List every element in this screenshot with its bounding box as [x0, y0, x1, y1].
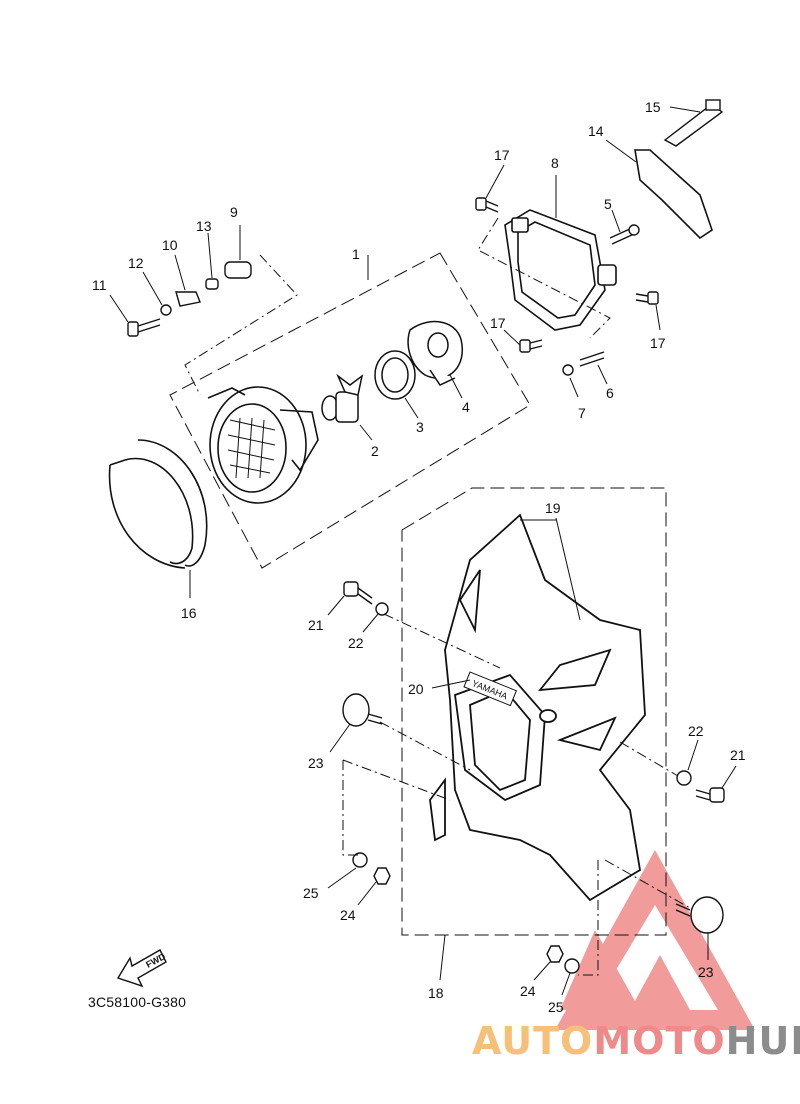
dashdot-right: [477, 217, 611, 339]
callout-leader-20: [431, 679, 471, 689]
leader-24a: [357, 881, 377, 906]
leader-17a: [485, 164, 505, 199]
callout-23a: 23: [308, 755, 324, 771]
leader-12: [142, 271, 163, 306]
leader-25a: [327, 867, 357, 889]
callout-5: 5: [604, 196, 612, 212]
dashdot-23-right: [604, 859, 691, 909]
callout-11: 11: [92, 277, 107, 293]
callout-16: 16: [181, 605, 197, 621]
assembly-outline-headlight: [169, 252, 531, 569]
dashdot-21-right: [619, 741, 679, 777]
mounting-ring: [108, 439, 208, 569]
callout-14: 14: [588, 123, 604, 139]
callout-leader-14: [605, 139, 637, 163]
callout-4: 4: [462, 399, 470, 415]
callout-8: 8: [551, 155, 559, 171]
callout-21b: 21: [730, 747, 746, 763]
callout-12: 12: [128, 255, 144, 271]
callout-labels: 1 2 3 4 5 6 7 8 9 10 11 12 13 14 15 16 1…: [92, 99, 746, 1015]
callout-17a: 17: [494, 147, 510, 163]
dashdot-24-link: [342, 759, 451, 801]
callout-22a: 22: [348, 635, 364, 651]
assembly-outline-cowling: [401, 487, 667, 936]
leader-22b: [687, 739, 699, 771]
cowling-fasteners: [342, 581, 725, 974]
leader-21b: [721, 765, 737, 789]
callout-25a: 25: [303, 885, 319, 901]
callout-18: 18: [428, 985, 444, 1001]
watermark-moto: MOTO: [593, 1019, 726, 1063]
callout-17b: 17: [490, 315, 506, 331]
leader-13: [207, 232, 213, 279]
leader-10: [174, 254, 186, 291]
callout-13: 13: [196, 218, 212, 234]
small-parts-left: [127, 261, 252, 337]
fwd-arrow: FWD: [116, 949, 167, 988]
callout-19: 19: [545, 500, 561, 516]
bolts-bracket: [475, 197, 659, 376]
part-code: 3C58100-G380: [88, 994, 187, 1010]
callout-9: 9: [230, 204, 238, 220]
leader-23a: [329, 723, 351, 753]
watermark-text: AUTOMOTOHUB: [472, 1018, 800, 1064]
callout-25b: 25: [548, 999, 564, 1015]
protective-plate: [634, 149, 713, 240]
leader-17c: [655, 304, 661, 331]
callout-6: 6: [606, 385, 614, 401]
callout-2: 2: [371, 443, 379, 459]
callout-leader-3: [404, 397, 419, 419]
watermark-auto: AUTO: [472, 1019, 594, 1063]
headlight-bulb: [321, 373, 364, 423]
leader-22a: [362, 613, 379, 633]
leader-11: [109, 294, 129, 323]
callout-leader-19: [555, 517, 581, 621]
dashdot-21-left: [383, 613, 501, 669]
callout-leader-15: [669, 106, 701, 113]
callout-7: 7: [578, 405, 586, 421]
headlight-bracket: [504, 209, 617, 331]
watermark-logo: [555, 850, 755, 1030]
leader-6: [597, 364, 608, 385]
leader-7: [569, 377, 579, 398]
leader-25b: [561, 972, 571, 996]
leader-5: [611, 209, 621, 233]
callout-leader-4: [449, 374, 463, 399]
callout-leader-2: [359, 424, 373, 441]
callout-leader-18: [439, 934, 446, 981]
bulb-ring: [374, 350, 416, 400]
callout-22b: 22: [688, 723, 704, 739]
callout-24a: 24: [340, 907, 356, 923]
leader-21a: [327, 595, 345, 616]
callout-3: 3: [416, 419, 424, 435]
headlight-lens: [207, 386, 319, 504]
leader-17b: [503, 329, 521, 346]
watermark-hub: HUB: [725, 1019, 800, 1063]
callout-24b: 24: [520, 983, 536, 999]
dashdot-23-left: [379, 721, 471, 771]
headlight-cowling: YAMAHA: [429, 513, 646, 902]
dashdot-25-right: [578, 860, 599, 976]
callout-23b: 23: [698, 964, 714, 980]
bulb-cover-boot: [407, 320, 463, 386]
callout-20: 20: [408, 681, 424, 697]
leader-24b: [533, 961, 551, 981]
dashdot-24-left: [342, 760, 360, 856]
callout-1: 1: [352, 246, 360, 262]
callout-17c: 17: [650, 335, 666, 351]
callout-10: 10: [162, 237, 178, 253]
callout-21a: 21: [308, 617, 324, 633]
callout-15: 15: [645, 99, 661, 115]
cable-tie: [663, 99, 724, 147]
dashdot-left: [184, 254, 298, 396]
